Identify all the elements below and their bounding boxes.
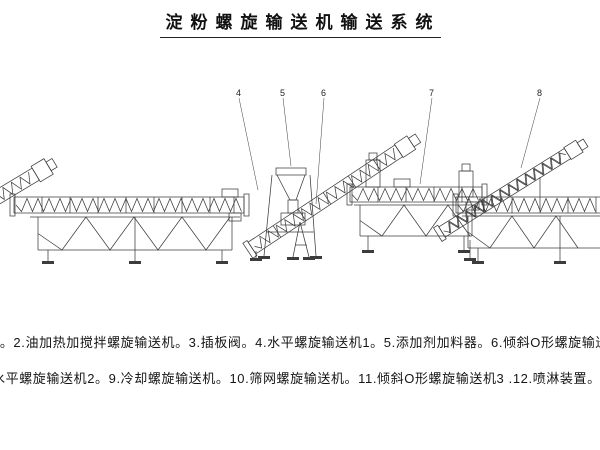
motor <box>45 157 58 172</box>
gearbox <box>563 139 584 161</box>
truss-legs <box>477 248 561 261</box>
callout-5: 5 <box>280 88 285 98</box>
support-truss-d <box>354 204 478 253</box>
truss-diagonals <box>37 216 231 251</box>
hopper-outlet <box>287 199 299 214</box>
foot-pad <box>458 250 470 253</box>
inlet-box <box>221 188 239 198</box>
screw-coil <box>443 152 562 234</box>
callout-6: 6 <box>321 88 326 98</box>
hopper-funnel <box>276 174 306 201</box>
callout-4: 4 <box>236 88 241 98</box>
motor-cap <box>461 163 471 172</box>
truss-legs <box>47 250 223 261</box>
inclined-feeder-left <box>0 157 58 211</box>
end-plate-left <box>346 183 353 206</box>
foot-pad <box>287 257 299 260</box>
screw-flight <box>254 147 396 249</box>
leaders <box>238 97 541 205</box>
inlet-box <box>393 178 411 188</box>
screw-flight <box>15 197 242 213</box>
foot-pad <box>42 261 54 264</box>
end-plate-left <box>9 193 16 217</box>
gearbox <box>30 158 54 183</box>
a-frame-legs <box>255 221 310 258</box>
foot-pad <box>129 261 141 264</box>
foot-pad <box>472 261 484 264</box>
end-plate <box>433 224 447 242</box>
callout-7: 7 <box>429 88 434 98</box>
motor <box>407 133 422 148</box>
end-plate-right <box>481 183 488 206</box>
screw-coil-cross <box>448 152 566 234</box>
leader-lines <box>238 97 541 205</box>
foot-pad <box>362 250 374 253</box>
flange-ticks <box>272 159 382 238</box>
screw-conveyor-d <box>346 152 488 211</box>
support-truss-f <box>462 215 600 264</box>
page-title: 淀粉螺旋输送机输送系统 <box>0 8 600 38</box>
truss-chords <box>30 216 240 251</box>
support-posts <box>469 177 541 258</box>
end-plate-left <box>452 193 459 217</box>
truss-legs <box>367 236 465 250</box>
foot-pad <box>464 258 476 261</box>
inclined-conveyor-c <box>242 133 422 259</box>
screw-flight <box>457 197 596 213</box>
foot-pad <box>303 257 315 260</box>
legend-line-1: 1。2.油加热加搅拌螺旋输送机。3.插板阀。4.水平螺旋输送机1。5.添加剂加料… <box>0 335 600 350</box>
conveyor-tube <box>247 144 404 255</box>
end-plate <box>242 239 258 259</box>
legend-line-2: 水平螺旋输送机2。9.冷却螺旋输送机。10.筛网螺旋输送机。11.倾斜O形螺旋输… <box>0 371 600 386</box>
incline-e-support <box>464 177 541 261</box>
foot-pad <box>216 261 228 264</box>
conveyor-tube <box>455 196 600 214</box>
hopper-stand <box>263 174 317 257</box>
incline-c-support <box>250 221 315 261</box>
flange-ticks <box>41 197 235 213</box>
screw-conveyor-a <box>9 188 250 222</box>
additive-hopper <box>258 167 322 259</box>
screw-flight <box>351 187 479 202</box>
flange-ticks <box>483 197 597 213</box>
foot-pad <box>310 256 322 259</box>
truss-diagonals <box>359 204 471 237</box>
foot-pad <box>258 256 270 259</box>
callout-numbers: 4 5 6 7 8 <box>236 88 542 98</box>
gearbox <box>393 135 417 159</box>
inclined-conveyor-e <box>433 138 589 242</box>
end-plate-right <box>243 193 250 217</box>
support-truss-a <box>30 216 240 264</box>
motor <box>576 138 589 151</box>
hopper-rim <box>275 167 307 176</box>
callout-8: 8 <box>537 88 542 98</box>
truss-diagonals <box>467 215 579 249</box>
truss-chords <box>354 204 478 237</box>
drawing-title-text: 淀粉螺旋输送机输送系统 <box>159 8 441 38</box>
flange-ticks <box>377 187 463 202</box>
foot-pad <box>250 258 262 261</box>
foot-pad <box>554 261 566 264</box>
screw-conveyor-f <box>452 163 600 217</box>
motor-cap <box>368 152 378 161</box>
